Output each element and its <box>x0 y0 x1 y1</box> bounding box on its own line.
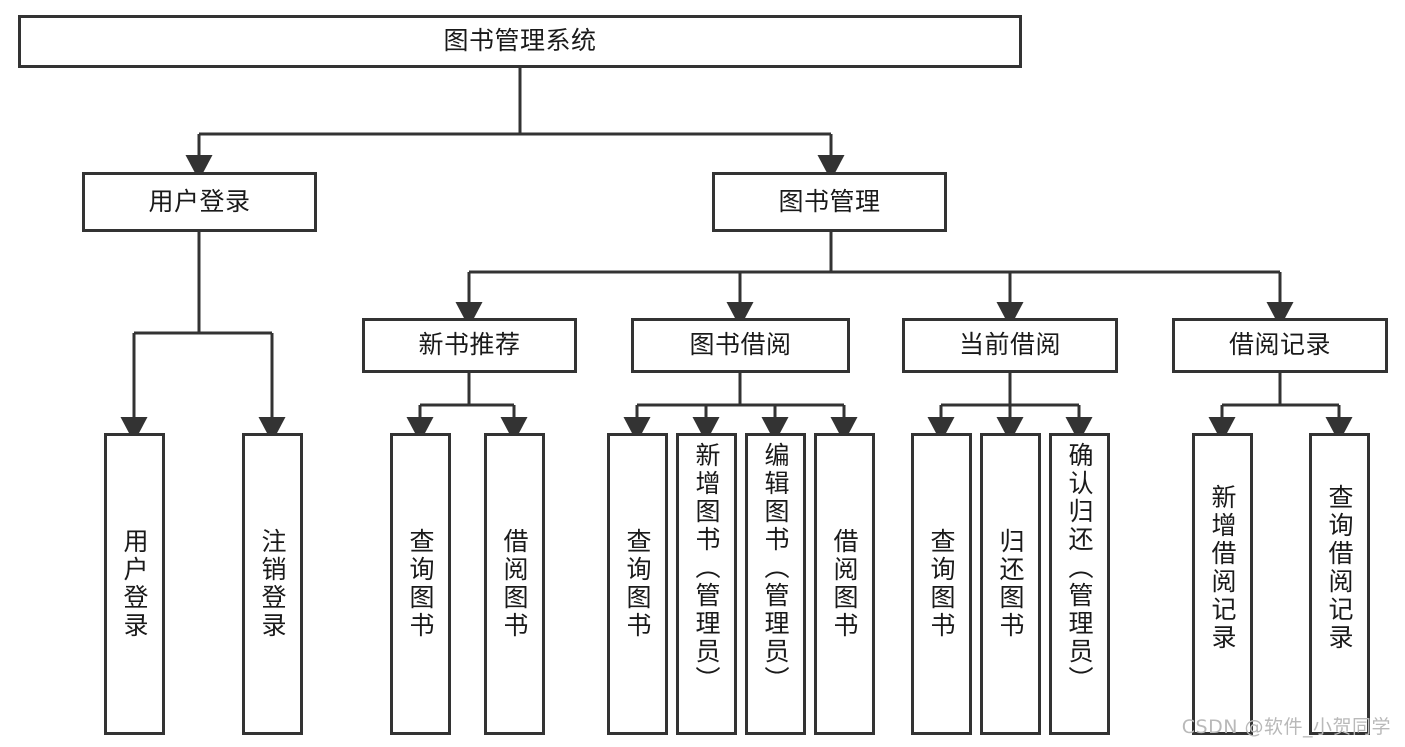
leaf-add-borrow-record[interactable]: 新增借阅记录 <box>1192 433 1253 735</box>
node-label: 查询借阅记录 <box>1325 484 1354 652</box>
leaf-add-book-admin[interactable]: 新增图书（管理员） <box>676 433 737 735</box>
leaf-borrow-book-rec[interactable]: 借阅图书 <box>484 433 545 735</box>
node-label: 用户登录 <box>120 528 149 640</box>
node-label: 用户登录 <box>148 186 251 216</box>
node-label: 图书借阅 <box>689 330 792 360</box>
leaf-logout[interactable]: 注销登录 <box>242 433 303 735</box>
node-label: 编辑图书（管理员） <box>761 442 790 694</box>
node-new-book-recommendation[interactable]: 新书推荐 <box>362 318 577 373</box>
leaf-query-book-borrow[interactable]: 查询图书 <box>607 433 668 735</box>
leaf-return-book[interactable]: 归还图书 <box>980 433 1041 735</box>
node-label: 查询图书 <box>623 528 652 640</box>
node-user-login[interactable]: 用户登录 <box>82 172 317 232</box>
node-label: 查询图书 <box>927 528 956 640</box>
node-label: 图书管理系统 <box>443 26 597 56</box>
leaf-user-login[interactable]: 用户登录 <box>104 433 165 735</box>
node-label: 借阅图书 <box>830 528 859 640</box>
leaf-query-book-current[interactable]: 查询图书 <box>911 433 972 735</box>
node-label: 图书管理 <box>778 186 881 216</box>
node-label: 查询图书 <box>406 528 435 640</box>
node-label: 借阅图书 <box>500 528 529 640</box>
node-label: 确认归还（管理员） <box>1065 442 1094 694</box>
node-label: 新书推荐 <box>418 330 521 360</box>
node-label: 新增借阅记录 <box>1208 484 1237 652</box>
node-root-book-management-system[interactable]: 图书管理系统 <box>18 15 1022 68</box>
node-book-borrowing[interactable]: 图书借阅 <box>631 318 850 373</box>
csdn-watermark: CSDN @软件_小贺同学 <box>1181 716 1391 738</box>
node-label: 归还图书 <box>996 528 1025 640</box>
leaf-query-book-rec[interactable]: 查询图书 <box>390 433 451 735</box>
leaf-edit-book-admin[interactable]: 编辑图书（管理员） <box>745 433 806 735</box>
node-label: 新增图书（管理员） <box>692 442 721 694</box>
node-label: 借阅记录 <box>1228 330 1331 360</box>
leaf-borrow-book-borrow[interactable]: 借阅图书 <box>814 433 875 735</box>
leaf-confirm-return-admin[interactable]: 确认归还（管理员） <box>1049 433 1110 735</box>
node-label: 注销登录 <box>258 528 287 640</box>
node-borrowing-records[interactable]: 借阅记录 <box>1172 318 1388 373</box>
leaf-query-borrow-record[interactable]: 查询借阅记录 <box>1309 433 1370 735</box>
node-label: 当前借阅 <box>958 330 1061 360</box>
node-book-management[interactable]: 图书管理 <box>712 172 947 232</box>
node-current-borrowing[interactable]: 当前借阅 <box>902 318 1118 373</box>
